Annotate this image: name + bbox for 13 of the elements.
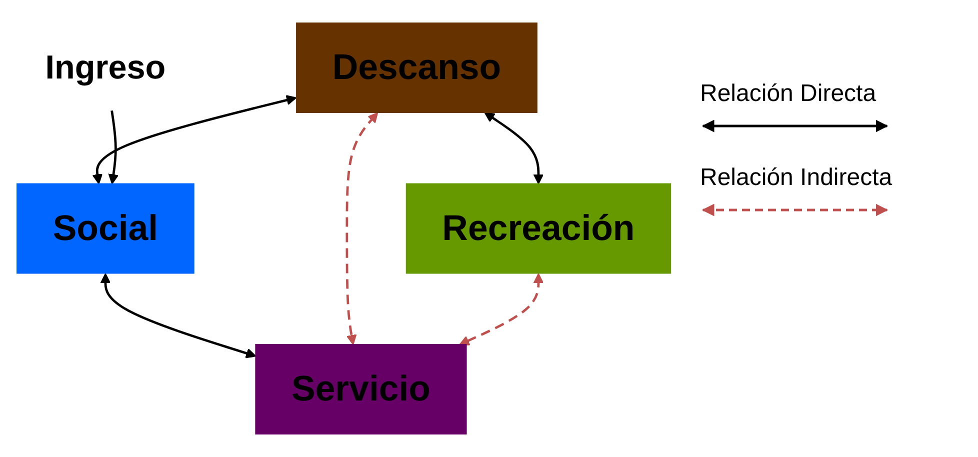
node-box: Descanso	[296, 22, 538, 113]
arrow	[346, 112, 378, 346]
node-box: Social	[16, 183, 194, 274]
legend-text: Relación Directa	[700, 80, 876, 108]
arrow	[459, 273, 544, 346]
arrow	[108, 110, 119, 184]
arrow	[484, 112, 544, 184]
node-box: Recreación	[406, 183, 672, 274]
node-text: Ingreso	[45, 48, 166, 86]
legend-text: Relación Indirecta	[700, 164, 892, 192]
node-box: Servicio	[255, 344, 467, 434]
arrow	[92, 94, 297, 184]
arrow	[100, 273, 256, 358]
